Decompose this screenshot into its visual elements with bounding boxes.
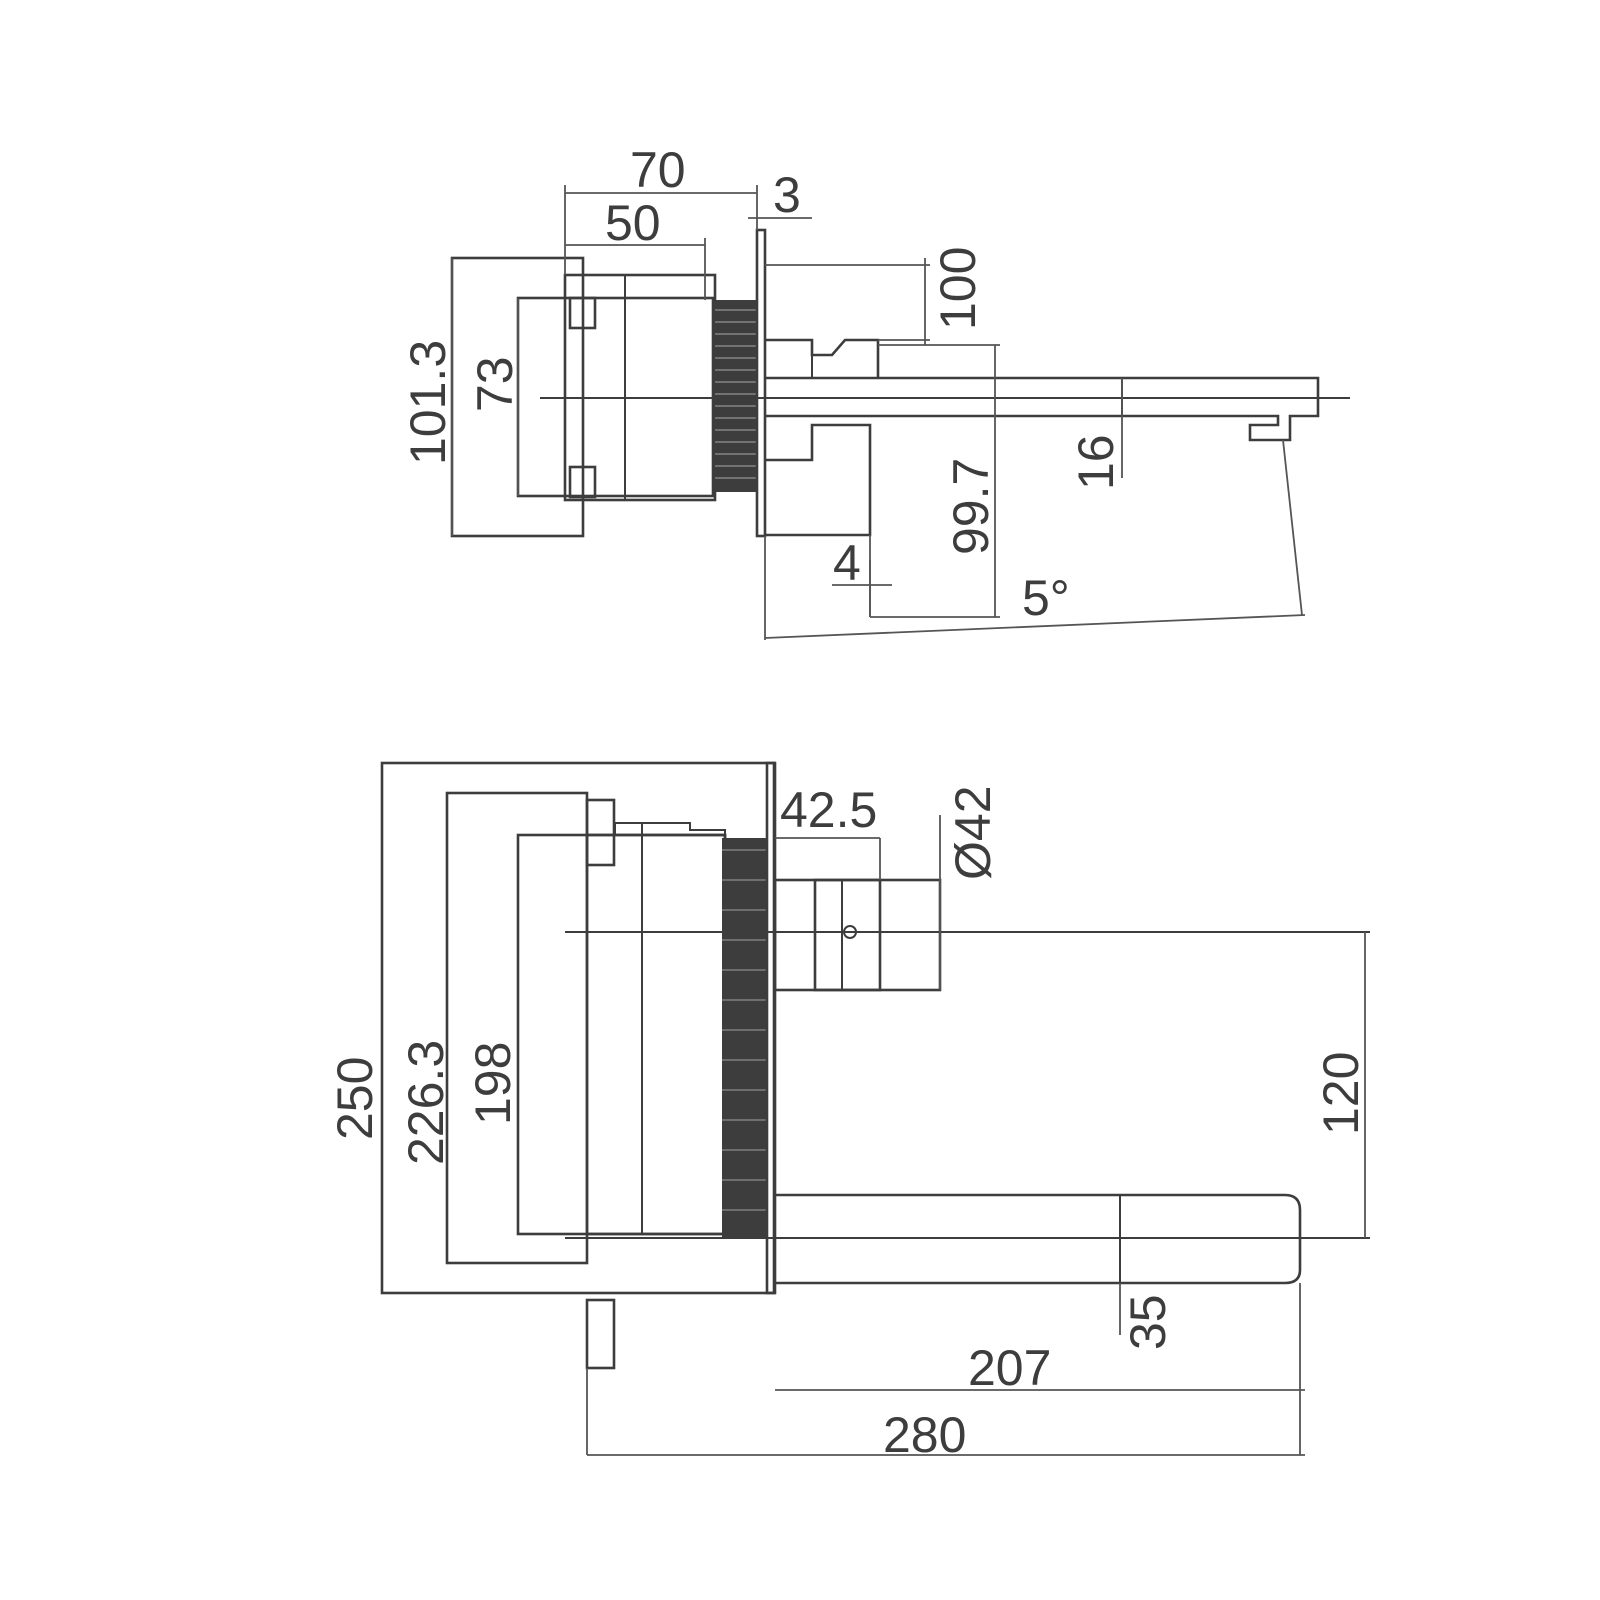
dim-207: 207 [968, 1340, 1051, 1396]
top-cartridge-cap [614, 822, 726, 835]
dim-99-7: 99.7 [943, 458, 999, 555]
dim-35: 35 [1120, 1294, 1176, 1350]
side-thread [715, 300, 757, 492]
top-inner-box [516, 833, 727, 1236]
dim-dia-42: Ø42 [945, 785, 1001, 880]
dim-3: 3 [773, 167, 801, 223]
top-wall-plate [765, 761, 777, 1295]
top-thread-lines [722, 849, 767, 1211]
side-thread-lines [715, 309, 757, 479]
top-handle-base [773, 878, 942, 992]
top-dimension-lines [586, 815, 1366, 1456]
side-view: 70 3 50 100 101.3 73 16 99.7 4 5° [400, 142, 1350, 640]
dim-120: 120 [1313, 1052, 1369, 1135]
dim-42-5: 42.5 [780, 782, 877, 838]
side-spout [765, 376, 1320, 442]
side-dimension-lines [451, 185, 1306, 640]
top-outer-box [380, 761, 776, 1295]
side-wall-plate [755, 228, 767, 538]
top-clip-top [585, 798, 616, 867]
side-clip-top [568, 296, 597, 330]
side-handle-upper [765, 338, 880, 378]
dim-50: 50 [605, 195, 661, 251]
dim-16: 16 [1068, 434, 1124, 490]
top-spout [775, 1193, 1302, 1285]
dim-101-3: 101.3 [400, 340, 456, 465]
top-clip-bottom [585, 1298, 616, 1370]
dim-250: 250 [327, 1057, 383, 1140]
dim-280: 280 [883, 1407, 966, 1463]
dim-226-3: 226.3 [398, 1040, 454, 1165]
dim-70: 70 [630, 142, 686, 198]
dim-4: 4 [833, 535, 861, 591]
side-clip-bottom [568, 465, 597, 499]
top-cartridge [585, 833, 727, 1236]
top-thread [722, 838, 767, 1238]
dim-100: 100 [930, 247, 986, 330]
side-handle-lower [765, 423, 872, 537]
top-view: 42.5 Ø42 250 226.3 198 120 35 207 280 [327, 761, 1370, 1463]
top-handle-knob [813, 878, 882, 992]
dim-angle-5: 5° [1022, 570, 1070, 626]
dim-198: 198 [465, 1042, 521, 1125]
dim-73: 73 [467, 356, 523, 412]
